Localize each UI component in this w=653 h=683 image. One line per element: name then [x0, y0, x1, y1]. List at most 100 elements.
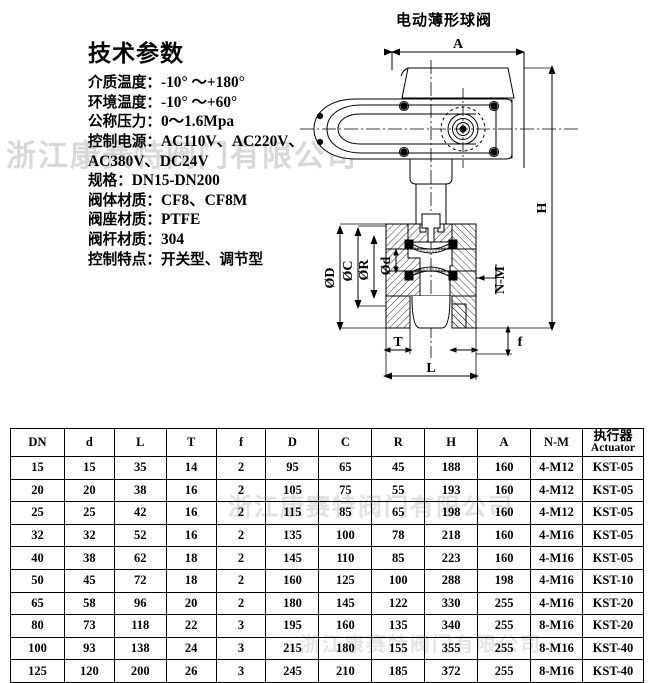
cell-h: 188: [424, 456, 479, 480]
cell-c: 85: [318, 501, 373, 525]
cell-d-outer: 95: [265, 456, 320, 480]
dimension-label-l: L: [426, 361, 435, 376]
cell-t: 16: [165, 523, 217, 548]
spec-value: -10° ～+60°: [160, 93, 238, 111]
column-header-dn: DN: [10, 428, 65, 457]
cell-a: 255: [477, 591, 532, 616]
cell-c: 210: [318, 659, 373, 683]
cell-l: 42: [113, 501, 167, 525]
cell-d: 120: [63, 659, 115, 683]
cell-actuator: KST-05: [581, 546, 645, 570]
cell-l: 72: [113, 568, 167, 593]
cell-r: 135: [371, 614, 426, 638]
cell-dn: 50: [10, 568, 65, 593]
cell-d: 20: [63, 478, 115, 503]
cell-actuator: KST-40: [581, 659, 645, 683]
cell-h: 355: [424, 636, 479, 661]
cell-f: 2: [215, 501, 267, 525]
cell-t: 18: [165, 546, 217, 570]
spec-item-body-material: 阀体材质：CF8、CF8M: [88, 191, 338, 211]
cell-l: 200: [113, 659, 167, 683]
cell-c: 65: [318, 456, 373, 480]
spec-value: -10° ～+180°: [160, 74, 245, 92]
cell-d-outer: 195: [265, 614, 320, 638]
column-header-t: T: [165, 428, 217, 457]
column-header-actuator-cn: 执行器: [593, 428, 633, 444]
cell-nm: 8-M16: [530, 614, 583, 638]
cell-l: 118: [113, 614, 167, 638]
cell-f: 2: [215, 456, 267, 480]
spec-label: 规格：: [88, 172, 132, 190]
cell-a: 160: [477, 456, 532, 480]
cell-l: 38: [113, 478, 167, 503]
cell-l: 62: [113, 546, 167, 570]
cell-r: 45: [371, 456, 426, 480]
cell-l: 52: [113, 523, 167, 548]
cell-f: 2: [215, 591, 267, 616]
valve-technical-drawing: A H ØD ØC ØR Ød N-M T L f: [300, 28, 580, 403]
cell-t: 22: [165, 614, 217, 638]
cell-r: 155: [371, 636, 426, 661]
cell-dn: 25: [10, 501, 65, 525]
cell-d: 73: [63, 614, 115, 638]
spec-item-medium-temperature: 介质温度：-10° ～+180°: [88, 73, 338, 93]
cell-h: 330: [424, 591, 479, 616]
cell-t: 18: [165, 568, 217, 593]
cell-d: 58: [63, 591, 115, 616]
table-header-row: DN d L T f D C R H A N-M 执行器 Actuator: [10, 428, 645, 457]
cell-nm: 4-M16: [530, 546, 583, 570]
cell-nm: 4-M16: [530, 591, 583, 616]
cell-dn: 32: [10, 523, 65, 548]
cell-a: 255: [477, 659, 532, 683]
cell-c: 180: [318, 636, 373, 661]
cell-d-outer: 160: [265, 568, 320, 593]
cell-a: 255: [477, 636, 532, 661]
column-header-f: f: [215, 428, 267, 457]
spec-title: 技术参数: [88, 41, 184, 67]
spec-item-stem-material: 阀杆材质：304: [88, 230, 338, 250]
cell-l: 96: [113, 591, 167, 616]
cell-a: 160: [477, 523, 532, 548]
spec-value: 304: [160, 231, 185, 249]
column-header-actuator-en: Actuator: [590, 442, 635, 454]
cell-a: 160: [477, 546, 532, 570]
cell-l: 35: [113, 456, 167, 480]
cell-d-outer: 145: [265, 546, 320, 570]
cell-nm: 8-M16: [530, 636, 583, 661]
dimension-label-oc: ØC: [341, 261, 356, 282]
spec-value: PTFE: [160, 211, 201, 229]
cell-d-outer: 105: [265, 478, 320, 503]
cell-d-outer: 245: [265, 659, 320, 683]
cell-a: 198: [477, 568, 532, 593]
column-header-r: R: [371, 428, 426, 457]
dimension-label-h: H: [535, 202, 550, 213]
technical-specifications-block: 技术参数 介质温度：-10° ～+180° 环境温度：-10° ～+60° 公称…: [88, 41, 338, 269]
spec-label: 控制电源：: [88, 133, 161, 151]
cell-d: 93: [63, 636, 115, 661]
spec-item-size-range: 规格：DN15-DN200: [88, 171, 338, 191]
cell-c: 100: [318, 523, 373, 548]
cell-actuator: KST-05: [581, 456, 645, 480]
cell-r: 100: [371, 568, 426, 593]
cell-h: 193: [424, 478, 479, 503]
cell-dn: 100: [10, 636, 65, 661]
cell-f: 2: [215, 568, 267, 593]
spec-value: 开关型、调节型: [160, 250, 264, 268]
column-header-nm: N-M: [530, 428, 583, 457]
cell-nm: 4-M12: [530, 501, 583, 525]
cell-t: 16: [165, 478, 217, 503]
cell-r: 78: [371, 523, 426, 548]
dimension-label-od: ØD: [323, 268, 338, 289]
spec-item-control-power: 控制电源：AC110V、AC220V、: [88, 132, 338, 152]
spec-value: CF8、CF8M: [160, 191, 248, 209]
cell-t: 14: [165, 456, 217, 480]
cell-dn: 15: [10, 456, 65, 480]
column-header-a: A: [477, 428, 532, 457]
column-header-l: L: [113, 428, 167, 457]
